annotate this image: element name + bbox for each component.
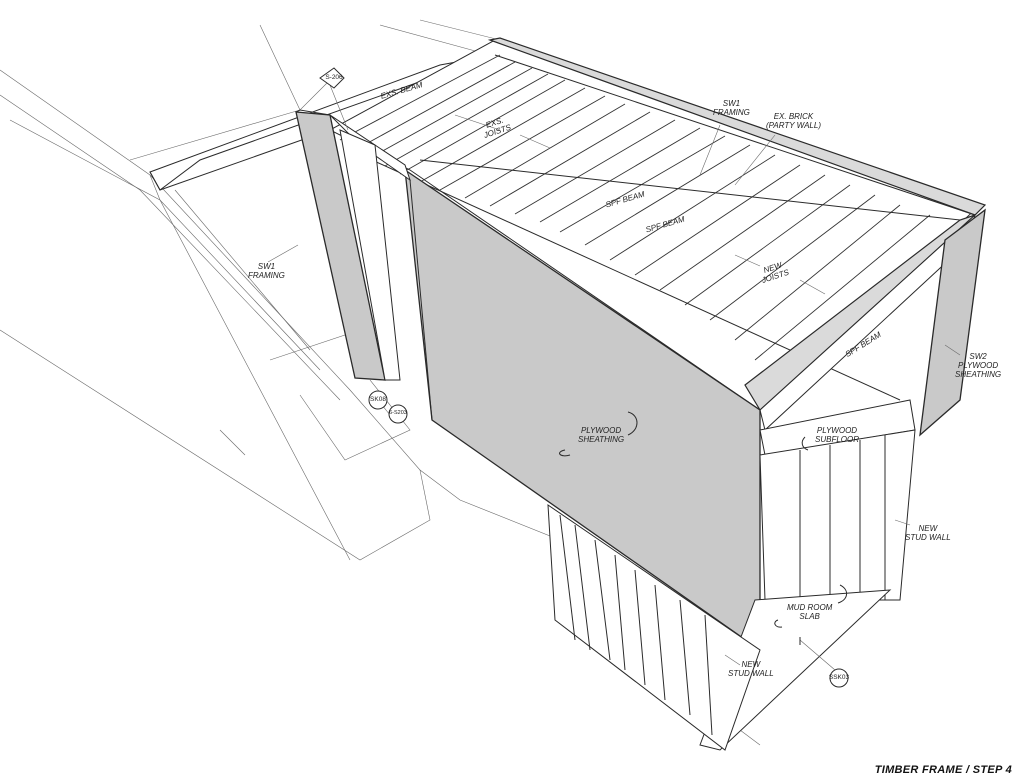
tag-s5203: 6-S203 — [389, 410, 407, 416]
party-wall-cap — [487, 37, 987, 216]
lower-floor — [699, 399, 916, 751]
drawing-title: TIMBER FRAME / STEP 4 — [874, 764, 1012, 776]
sw2-plywood-panel — [919, 208, 986, 437]
label-new-stud-wall-right: NEW STUD WALL — [905, 524, 951, 542]
tag-sk08: SK08 — [370, 396, 386, 403]
label-sw1-framing-top: SW1 FRAMING — [713, 99, 750, 117]
tag-ssk03: SSK03 — [828, 674, 850, 681]
sw1-posts — [295, 109, 411, 381]
tag-s5203-marker — [388, 404, 408, 424]
tag-s206: S-206 — [325, 74, 343, 81]
section-tags — [319, 67, 849, 688]
label-sw1-framing-left: SW1 FRAMING — [248, 262, 285, 280]
label-mud-room-slab: MUD ROOM SLAB — [787, 603, 833, 621]
spf-beam-front — [744, 213, 977, 431]
label-sw2-plywood-sheathing: SW2 PLYWOOD SHEATHING — [955, 352, 1002, 379]
label-ex-brick: EX. BRICK (PARTY WALL) — [766, 112, 821, 130]
label-new-stud-wall-bottom: NEW STUD WALL — [728, 660, 774, 678]
label-plywood-subfloor: PLYWOOD SUBFLOOR — [815, 426, 860, 444]
label-plywood-sheathing: PLYWOOD SHEATHING — [578, 426, 625, 444]
existing-building — [0, 19, 761, 746]
tag-s206-marker — [319, 67, 345, 89]
tag-sk08-marker — [368, 390, 388, 410]
lower-stud-wall-front — [547, 504, 761, 751]
curved-arrows — [559, 411, 847, 645]
leader-lines — [267, 84, 961, 671]
tag-ssk03-marker — [829, 668, 849, 688]
